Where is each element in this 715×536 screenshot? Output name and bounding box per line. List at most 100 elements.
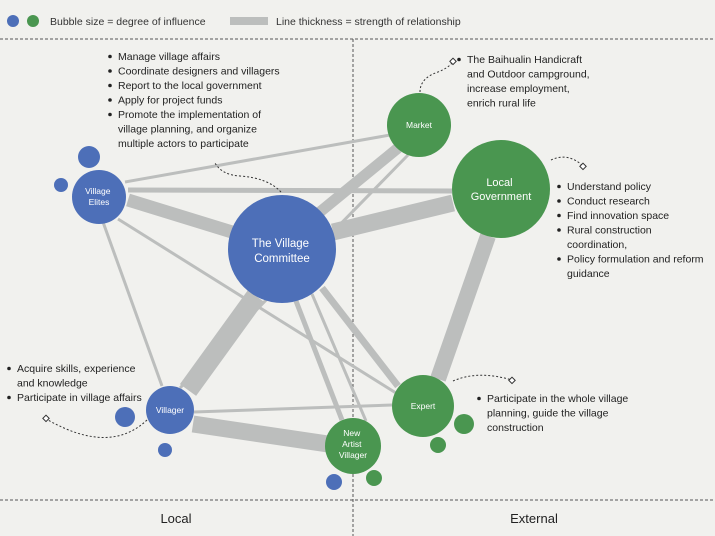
villager-bullet-line: Participate in village affairs — [17, 392, 142, 404]
market-bubble — [387, 93, 451, 157]
edge-elites-villager — [101, 221, 164, 387]
relationship-lines — [101, 133, 496, 453]
edge-elites-market — [124, 133, 391, 184]
government-bullet-line: Rural construction — [567, 225, 652, 237]
government-bullet-line: Understand policy — [567, 181, 652, 193]
legend-line-text: Line thickness = strength of relationshi… — [276, 16, 461, 28]
village-elites-label: Village Elites — [85, 186, 113, 207]
edge-committee-expert — [319, 285, 401, 389]
new-artist-villager-bubble — [325, 418, 381, 474]
expert-bubble — [392, 375, 454, 437]
villager-annotation: Acquire skills, experience and knowledgeP… — [7, 363, 142, 404]
villager-bullet-line: Acquire skills, experience — [17, 363, 136, 375]
government-bullet-line: Conduct research — [567, 196, 650, 208]
bullet-dot — [108, 54, 112, 59]
market-annotation: The Baihualin Handicraft and Outdoor camp… — [457, 54, 590, 110]
edge-elites-government — [127, 187, 453, 194]
small-bubble — [366, 470, 382, 486]
legend: Bubble size = degree of influence Line t… — [7, 15, 461, 28]
committee-bullet-line: Promote the implementation of — [118, 109, 261, 121]
edge-villager-newartist — [191, 415, 330, 453]
village-committee-label: The Village Committee — [252, 238, 313, 265]
node-village-committee: The Village Committee — [228, 195, 336, 303]
bullet-dot — [7, 366, 11, 371]
local-government-bubble — [452, 140, 550, 238]
expert-annotation: Participate in the whole village planning… — [477, 393, 628, 434]
edge-committee-government — [331, 194, 455, 241]
bullet-dot — [457, 57, 461, 62]
market-bullet-line: and Outdoor campground, — [467, 69, 590, 81]
leader-marker — [42, 414, 50, 423]
small-bubble — [454, 414, 474, 434]
small-bubble — [115, 407, 135, 427]
bullet-dot — [557, 199, 561, 203]
legend-line-swatch — [230, 17, 268, 25]
village-elites-bubble — [72, 170, 126, 224]
node-new-artist-villager: New Artist Villager — [325, 418, 381, 474]
node-local-government: Local Government — [452, 140, 550, 238]
leader-marker — [449, 57, 457, 66]
government-bullet-line: Find innovation space — [567, 210, 669, 222]
villager-leader — [47, 419, 148, 438]
small-bubble — [54, 178, 68, 192]
edge-villager-expert — [193, 403, 393, 414]
committee-bullet-line: Report to the local government — [118, 80, 262, 92]
local-government-label: Local Government — [471, 177, 532, 203]
committee-bullet-line: Manage village affairs — [118, 51, 220, 63]
leader-lines — [47, 62, 584, 438]
government-bullet-line: Policy formulation and reform — [567, 254, 704, 266]
bullet-dot — [108, 69, 112, 73]
village-committee-bubble — [228, 195, 336, 303]
edge-elites-committee — [126, 193, 234, 239]
region-label-external: External — [510, 511, 558, 526]
legend-external-dot — [27, 15, 39, 27]
committee-bullet-line: village planning, and organize — [118, 124, 257, 136]
committee-leader — [214, 162, 282, 193]
node-market: Market — [387, 93, 451, 157]
legend-local-dot — [7, 15, 19, 27]
government-leader — [550, 156, 584, 167]
node-expert: Expert — [392, 375, 454, 437]
committee-bullet-line: Coordinate designers and villagers — [118, 66, 280, 78]
bullet-dot — [108, 112, 112, 117]
market-bullet-line: enrich rural life — [467, 98, 536, 110]
market-bullet-line: The Baihualin Handicraft — [467, 54, 582, 66]
bullet-dot — [108, 83, 112, 88]
bullet-dot — [477, 396, 481, 401]
region-label-local: Local — [160, 511, 191, 526]
leader-marker — [508, 376, 516, 385]
bullet-dot — [557, 213, 561, 218]
government-bullet-line: coordination, — [567, 239, 627, 251]
bullet-dot — [108, 98, 112, 102]
bullet-dot — [557, 184, 561, 189]
edge-committee-market — [311, 143, 402, 221]
actor-nodes: Village Elites The Village Committee Vil… — [72, 93, 550, 474]
bullet-dot — [7, 395, 11, 400]
committee-bullet-line: multiple actors to participate — [118, 138, 249, 150]
villager-label: Villager — [156, 405, 184, 415]
new-artist-villager-label: New Artist Villager — [339, 428, 367, 460]
small-bubble — [326, 474, 342, 490]
leader-end-markers — [42, 57, 587, 423]
bullet-dot — [557, 257, 561, 261]
expert-bullet-line: planning, guide the village — [487, 408, 609, 420]
expert-bullet-line: construction — [487, 422, 544, 434]
node-village-elites: Village Elites — [72, 170, 126, 224]
node-villager: Villager — [146, 386, 194, 434]
bullet-dot — [557, 228, 561, 232]
leader-marker — [579, 162, 587, 171]
legend-bubble-text: Bubble size = degree of influence — [50, 16, 206, 28]
small-bubble — [430, 437, 446, 453]
small-bubble — [78, 146, 100, 168]
edge-government-expert — [430, 233, 496, 382]
market-bullet-line: increase employment, — [467, 83, 570, 95]
villager-bullet-line: and knowledge — [17, 378, 88, 390]
market-label: Market — [406, 120, 433, 130]
villager-bubble — [146, 386, 194, 434]
expert-leader — [452, 374, 513, 382]
expert-bullet-line: Participate in the whole village — [487, 393, 628, 405]
